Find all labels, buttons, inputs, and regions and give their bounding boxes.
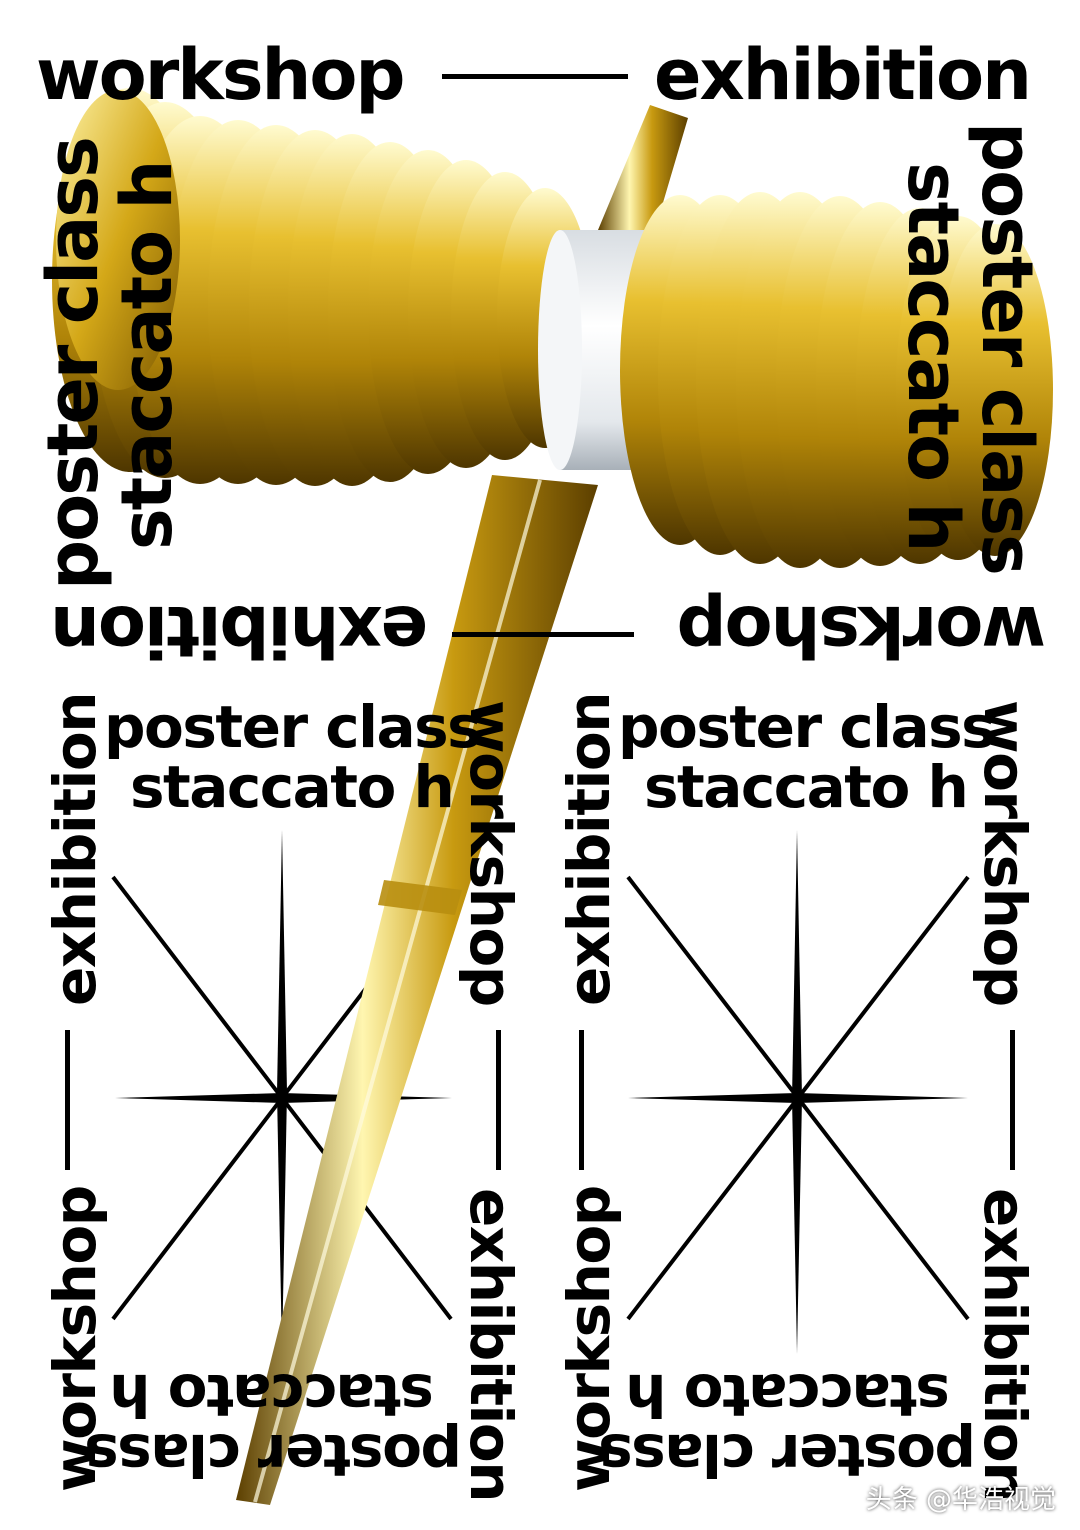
gold-gavel-illustration	[52, 88, 1053, 1505]
connector-rule	[579, 1030, 584, 1170]
vertical-poster-class: poster class	[32, 138, 114, 590]
inverted-workshop: workshop	[678, 590, 1046, 672]
panel-title-poster-class: poster class	[104, 693, 482, 761]
panel-title-staccato-h-inverted: staccato h	[626, 1361, 950, 1429]
connector-rule	[65, 1030, 70, 1170]
inverted-exhibition: exhibition	[52, 590, 428, 672]
connector-rule	[1010, 1030, 1015, 1170]
side-exhibition: exhibition	[41, 692, 109, 1006]
headline-exhibition: exhibition	[654, 34, 1032, 116]
panel-title-staccato-h: staccato h	[130, 753, 455, 821]
panel-title-poster-class-inverted: poster class	[85, 1421, 462, 1489]
side-exhibition: exhibition	[971, 1188, 1039, 1502]
connector-rule	[452, 632, 634, 637]
side-workshop: workshop	[555, 1186, 623, 1492]
vertical-staccato-h: staccato h	[892, 162, 974, 551]
panel-title-staccato-h: staccato h	[644, 753, 969, 821]
side-exhibition: exhibition	[457, 1188, 525, 1502]
watermark: 头条 @华浩视觉	[865, 1485, 1056, 1515]
side-exhibition: exhibition	[555, 692, 623, 1006]
side-workshop: workshop	[41, 1186, 109, 1492]
panel-title-poster-class: poster class	[618, 693, 996, 761]
connector-rule	[442, 74, 628, 79]
eight-point-star-icon	[626, 830, 970, 1354]
vertical-staccato-h: staccato h	[106, 161, 188, 550]
vertical-poster-class: poster class	[966, 122, 1048, 574]
side-workshop: workshop	[457, 700, 525, 1006]
panel-title-poster-class-inverted: poster class	[599, 1421, 976, 1489]
side-workshop: workshop	[971, 700, 1039, 1006]
connector-rule	[496, 1030, 501, 1170]
headline-workshop: workshop	[36, 34, 406, 116]
panel-title-staccato-h-inverted: staccato h	[110, 1361, 434, 1429]
